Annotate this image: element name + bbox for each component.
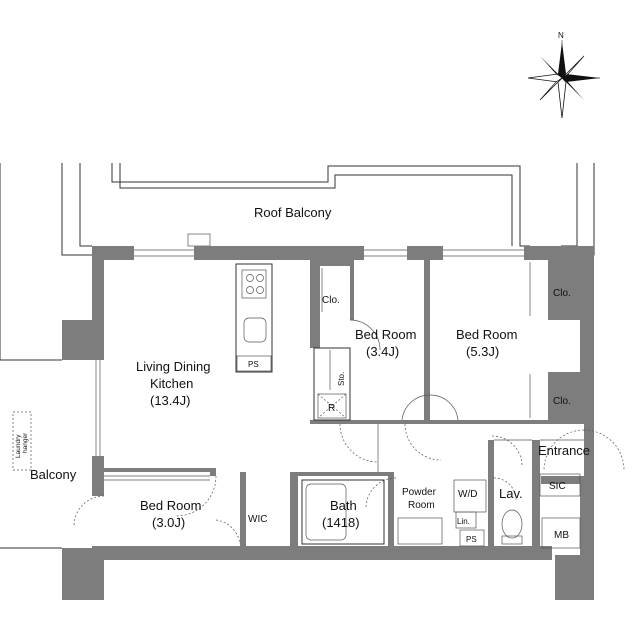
bed3-name: Bed Room [140, 498, 201, 513]
powder-room-line2: Room [408, 500, 435, 511]
left-balcony [0, 163, 62, 549]
cooktop-icon [241, 269, 267, 299]
bathtub-icon [301, 479, 385, 545]
linen-label: Lin. [457, 517, 470, 526]
ldk-size: (13.4J) [150, 393, 190, 408]
meter-box-label: MB [554, 530, 569, 541]
windows [95, 249, 524, 456]
entrance-label: Entrance [538, 443, 590, 458]
bed1-size: (3.4J) [366, 344, 399, 359]
ldk-name-line1: Living Dining [136, 359, 210, 374]
bed2-name: Bed Room [456, 327, 517, 342]
closet-bed1-label: Clo. [322, 295, 340, 306]
kitchen-counter [235, 263, 273, 373]
bed2-size: (5.3J) [466, 344, 499, 359]
laundry-hanger-label-2: hanger [22, 432, 29, 453]
storage-label: Sto. [337, 372, 346, 386]
laundry-hanger-label-1: Laundry [15, 434, 22, 458]
compass-north-label: N [558, 31, 564, 40]
refrigerator-label: R [328, 403, 335, 414]
sink-icon [243, 317, 267, 343]
lavatory-label: Lav. [499, 486, 523, 501]
exterior-walls [62, 246, 594, 600]
interior-walls [104, 260, 580, 548]
sic-label: SIC [549, 481, 566, 492]
powder-room-line1: Powder [402, 487, 437, 498]
roof-balcony-label: Roof Balcony [254, 205, 332, 220]
powder-ps-label: PS [466, 535, 477, 544]
compass-rose-icon [527, 40, 600, 119]
bed3-size: (3.0J) [152, 515, 185, 530]
door-swings [73, 262, 625, 545]
ldk-name-line2: Kitchen [150, 376, 193, 391]
balcony-label: Balcony [30, 467, 77, 482]
toilet-icon [501, 509, 523, 539]
kitchen-ps-label: PS [248, 360, 259, 369]
washer-dryer-label: W/D [458, 489, 477, 500]
bath-size: (1418) [322, 515, 360, 530]
washbasin-icon [397, 517, 443, 545]
closet-bed2-top-label: Clo. [553, 288, 571, 299]
bed1-name: Bed Room [355, 327, 416, 342]
closet-bed2-bottom-label: Clo. [553, 396, 571, 407]
wic-label: WIC [248, 514, 267, 525]
bath-name: Bath [330, 498, 357, 513]
roof-balcony-outline [61, 163, 595, 256]
